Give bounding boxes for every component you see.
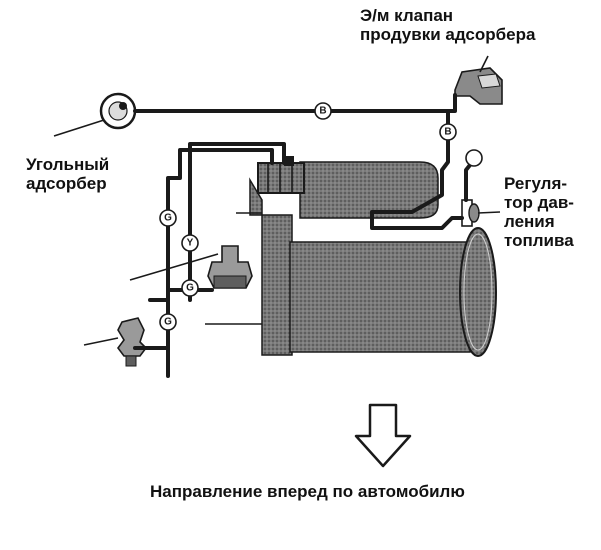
svg-text:G: G	[186, 283, 194, 294]
regulator-label: Регуля- тор дав- ления топлива	[504, 174, 574, 250]
direction-label: Направление вперед по автомобилю	[150, 482, 465, 501]
svg-text:B: B	[319, 106, 326, 117]
svg-text:Y: Y	[187, 238, 194, 249]
hose-tag-g2: G	[181, 279, 199, 297]
charcoal-canister	[53, 92, 137, 137]
hose-tag-g3: G	[159, 313, 177, 331]
hose-tag-g1: G	[159, 209, 177, 227]
engine-block	[249, 177, 497, 357]
throttle-body	[257, 156, 439, 219]
purge-solenoid-valve	[454, 55, 503, 105]
vacuum-sensor	[129, 245, 253, 289]
canister-label: Угольный адсорбер	[26, 155, 110, 193]
hose-tag-y: Y	[181, 234, 199, 252]
svg-text:B: B	[444, 127, 451, 138]
hose-tag-top-right	[465, 149, 483, 167]
hose-tag-b2: B	[439, 123, 457, 141]
lower-valve	[83, 317, 148, 367]
svg-text:G: G	[164, 213, 172, 224]
forward-arrow	[354, 403, 412, 468]
svg-text:G: G	[164, 317, 172, 328]
fuel-pressure-regulator	[461, 199, 501, 227]
hose-tag-b1: B	[314, 102, 332, 120]
purge-valve-label: Э/м клапан продувки адсорбера	[360, 6, 536, 44]
